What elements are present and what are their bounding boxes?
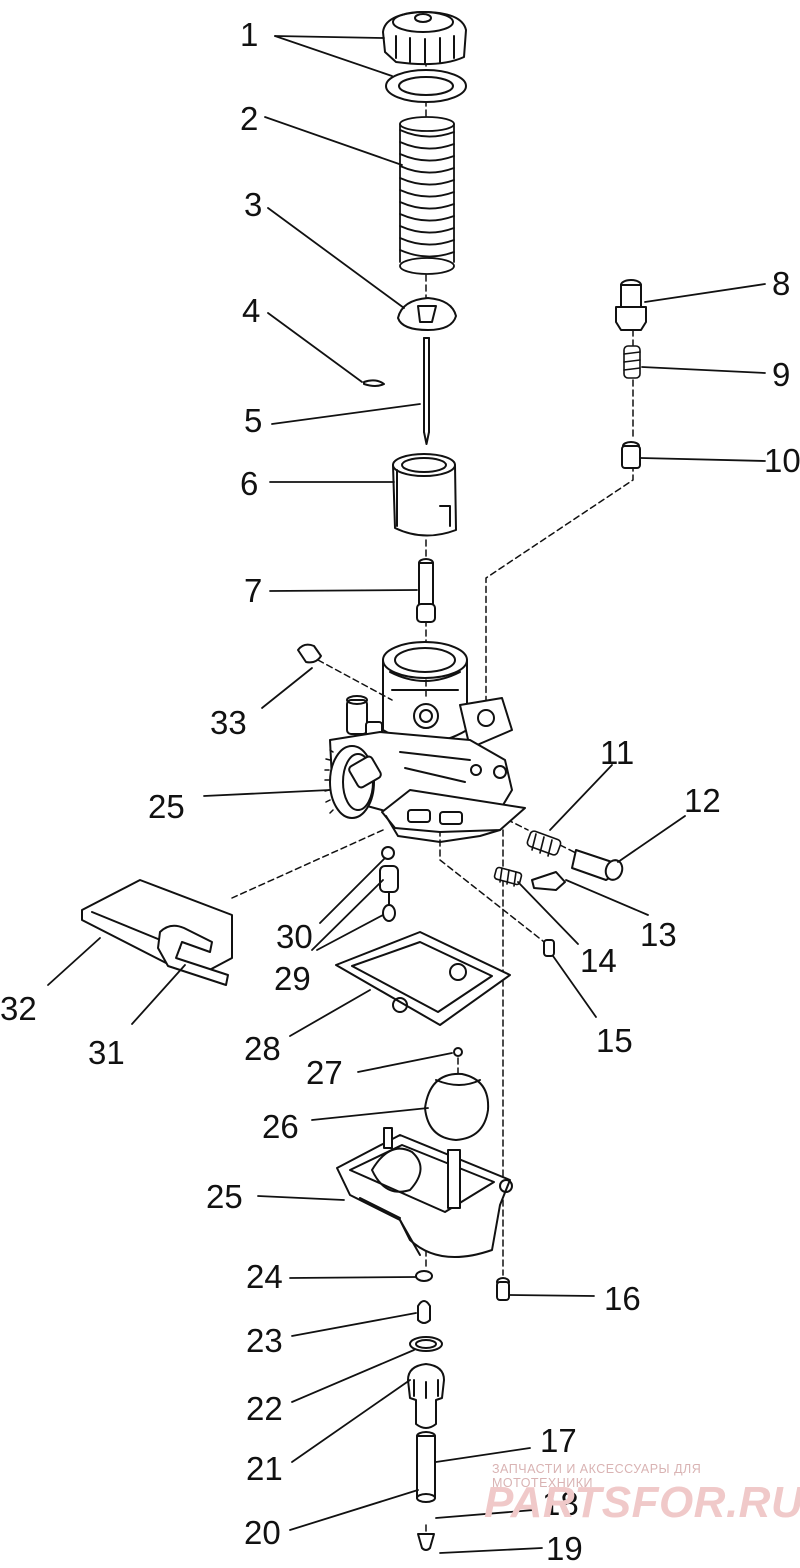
part-23-main-jet [417,1300,431,1324]
part-22-o-ring [409,1336,443,1352]
part-5-needle [423,337,430,445]
callout-16: 16 [604,1280,641,1317]
callout-5: 5 [244,402,262,439]
callout-4: 4 [242,292,260,329]
part-32-plate [81,879,233,976]
part-26-float [424,1072,490,1141]
callout-6: 6 [240,465,258,502]
callout-19: 19 [546,1530,583,1563]
callout-25-body: 25 [148,788,185,825]
callout-25-bowl: 25 [206,1178,243,1215]
callout-1: 1 [240,16,258,53]
watermark-tagline: ЗАПЧАСТИ И АКСЕССУАРЫ ДЛЯ МОТОТЕХНИКИ [492,1462,702,1490]
part-6-throttle-slide [392,453,457,537]
callout-9: 9 [772,356,790,393]
callout-28: 28 [244,1030,281,1067]
part-21-jet-holder [407,1363,445,1429]
callout-12: 12 [684,782,721,819]
part-14-spring [493,866,523,887]
callout-21: 21 [246,1450,283,1487]
part-4-clip [363,379,385,387]
callout-26: 26 [262,1108,299,1145]
callout-18: 18 [542,1485,579,1522]
part-30-washer [381,846,395,860]
part-31-bracket [157,924,229,986]
part-12-screw [571,849,624,881]
part-16-screw [496,1277,510,1301]
leader-lines [47,35,766,1554]
part-20-tube [416,1431,436,1503]
callout-14: 14 [580,942,617,979]
part-1-cap [382,11,467,103]
callout-10: 10 [764,442,800,479]
part-15-valve [543,939,555,957]
callout-22: 22 [246,1390,283,1427]
callout-32: 32 [0,990,37,1027]
part-8-cap-nut [615,279,647,331]
callout-2: 2 [240,100,258,137]
watermark-brand: PARTSFOR.RU [484,1478,800,1527]
callout-33: 33 [210,704,247,741]
callout-20: 20 [244,1514,281,1551]
callout-15: 15 [596,1022,633,1059]
part-25-float-bowl [336,1127,513,1259]
callout-8: 8 [772,265,790,302]
callout-11: 11 [600,734,634,771]
part-27-ball [453,1047,463,1057]
callout-29: 29 [274,960,311,997]
callout-23: 23 [246,1322,283,1359]
callout-7: 7 [244,572,262,609]
part-10-screw [621,441,641,469]
callout-30: 30 [276,918,313,955]
callout-27: 27 [306,1054,343,1091]
part-3-plate [397,297,457,331]
callout-3: 3 [244,186,262,223]
part-7-needle-jet [416,558,436,623]
part-13-screw [531,871,566,891]
callout-labels: 1 2 3 4 5 6 7 8 9 10 11 12 13 14 15 16 1… [0,16,800,1567]
part-24-washer [415,1270,433,1282]
callout-17: 17 [540,1422,577,1459]
part-29-float-needle [379,865,399,922]
callout-31: 31 [88,1034,125,1071]
callout-13: 13 [640,916,677,953]
carburetor-body [324,641,526,843]
part-33-jet [297,643,322,664]
part-2-spring [399,116,455,275]
callout-24: 24 [246,1258,283,1295]
part-28-gasket [335,931,511,1026]
part-19-plug [417,1533,435,1551]
part-11-spring [526,830,562,857]
part-9-spring-small [623,345,641,379]
